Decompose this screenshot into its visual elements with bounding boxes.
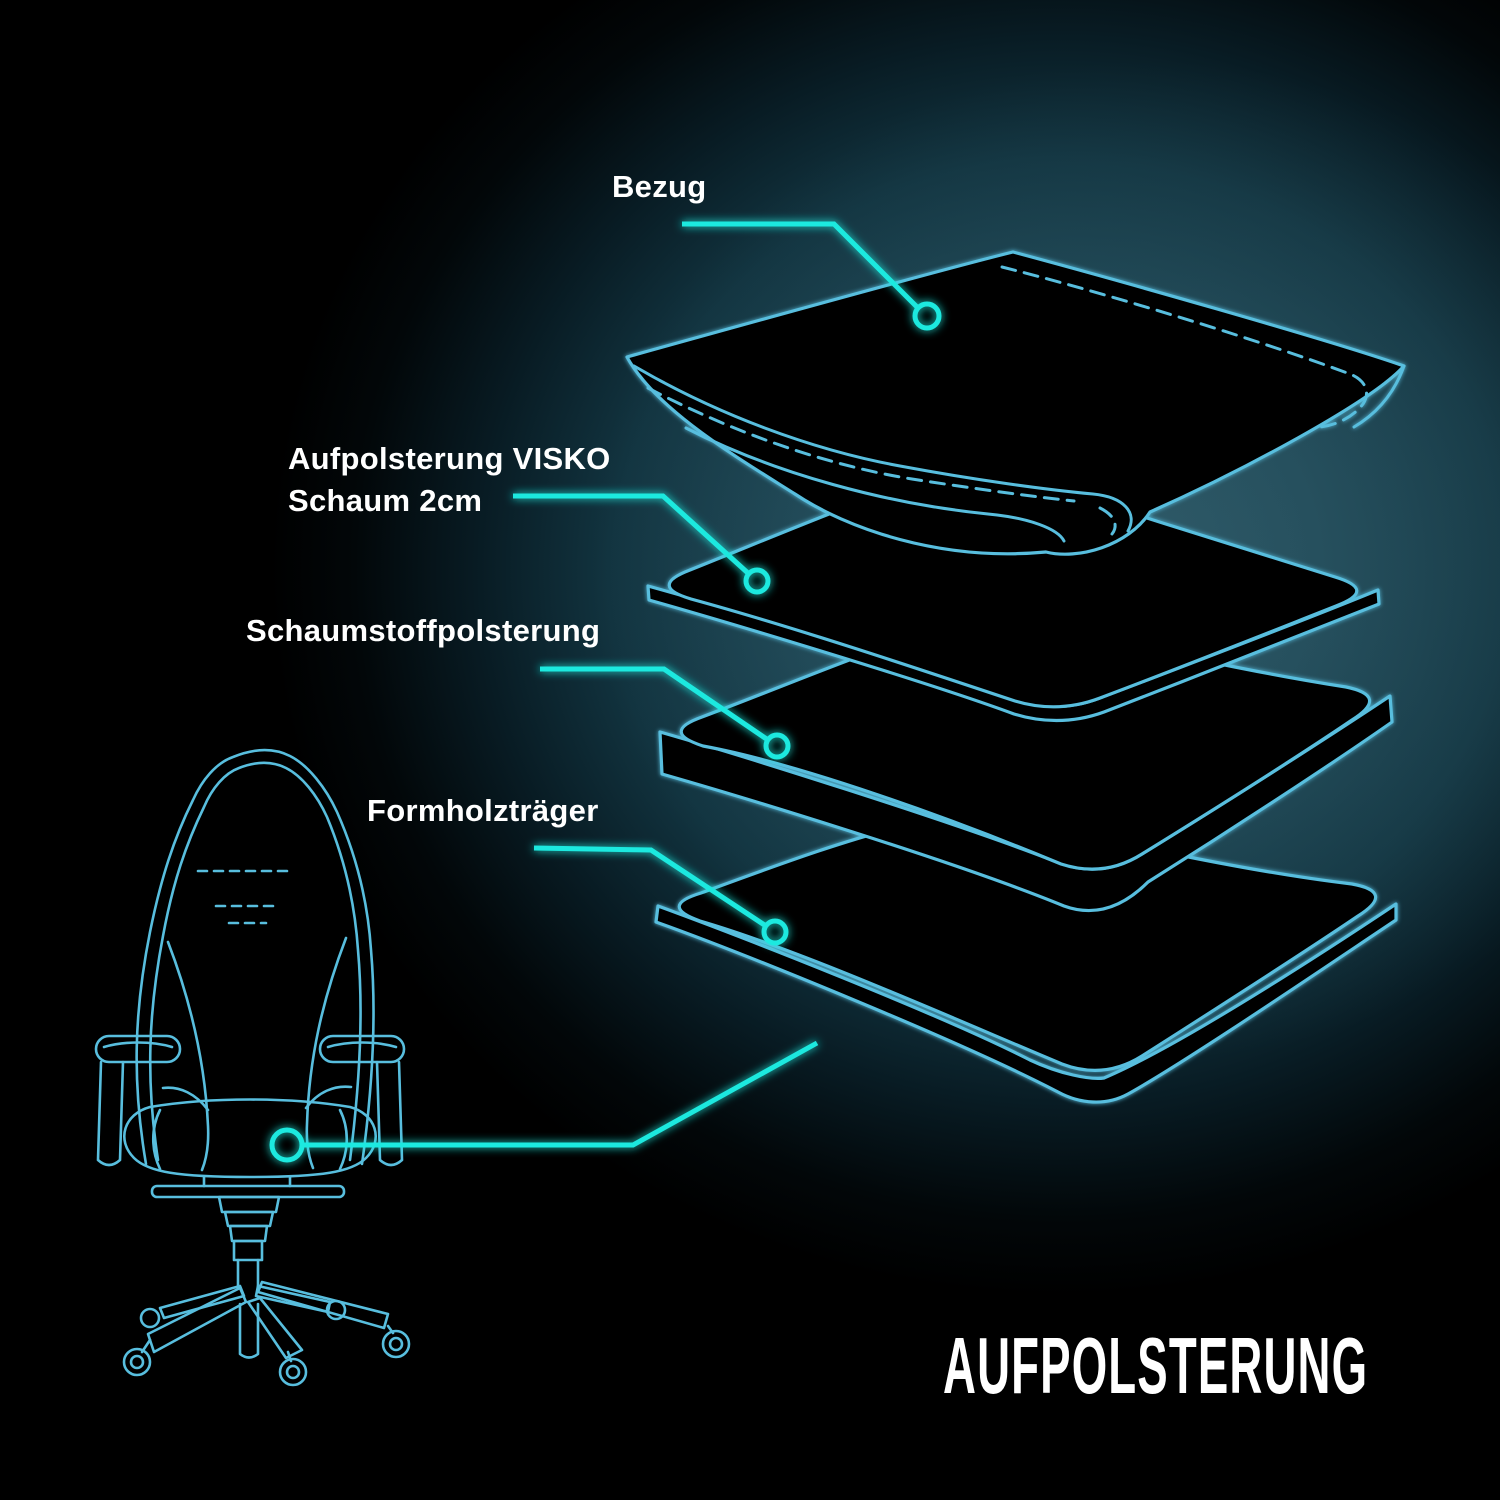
cushion-stitch-back <box>1000 265 1368 429</box>
chair-caster-right-hub <box>388 1336 404 1352</box>
marker-visko <box>743 567 771 595</box>
label-visko-line2: Schaum 2cm <box>288 483 483 518</box>
leader-visko-line <box>513 493 751 576</box>
label-visko-line1: Aufpolsterung VISKO <box>288 441 611 476</box>
chair-backrest-outer <box>135 748 375 1166</box>
chair-backrest-inner <box>148 761 362 1162</box>
cushion-roll-crease <box>632 364 1133 533</box>
cushion-stitch-cap <box>1098 506 1117 536</box>
label-schaumstoff: Schaumstoffpolsterung <box>246 613 601 648</box>
leader-bezug-line <box>682 221 921 311</box>
label-formholz: Formholzträger <box>367 793 599 828</box>
marker-bezug <box>912 301 942 331</box>
chair-drawing <box>94 748 411 1387</box>
leader-visko <box>513 493 771 595</box>
chair-lift-seg3 <box>228 1224 269 1243</box>
chair-wing-right <box>304 1085 353 1110</box>
chair-caster-front-wheel <box>278 1357 308 1387</box>
layer-schaumstoffpolsterung <box>658 616 1394 913</box>
leader-chair-seat-line <box>302 1040 819 1148</box>
chair-armpad-left-line <box>102 1041 174 1049</box>
chair-base-leg-rear-left <box>158 1284 246 1320</box>
chair-armstem-right <box>375 1060 404 1167</box>
cushion-corner-seam <box>1352 364 1406 429</box>
marker-schaumstoff <box>763 732 791 760</box>
chair-caster-front-fork <box>286 1350 293 1363</box>
layer-bezug-cushion <box>625 250 1406 556</box>
chair-armpad-right-line <box>326 1041 398 1049</box>
chair-lift-seg4 <box>232 1239 264 1262</box>
label-bezug: Bezug <box>612 169 707 204</box>
page-title: AUFPOLSTERUNG <box>943 1321 1369 1410</box>
label-visko: Aufpolsterung VISKO Schaum 2cm <box>288 438 611 522</box>
marker-chair-seat <box>269 1127 305 1163</box>
marker-formholz <box>761 918 789 946</box>
chair-caster-left-fork <box>140 1338 152 1354</box>
chair-base-leg-front <box>246 1296 304 1360</box>
chair-caster-right-wheel <box>381 1329 411 1359</box>
chair-caster-rearleft-wheel <box>139 1307 161 1329</box>
chair-tilt-bar <box>150 1184 346 1199</box>
chair-bolster-left <box>166 940 210 1172</box>
chair-seat-crease-right <box>338 1108 349 1171</box>
cushion-stitch-front <box>646 386 1076 503</box>
chair-lift-seg2 <box>223 1210 275 1228</box>
chair-armpad-right <box>318 1034 406 1064</box>
leader-lines <box>269 221 942 1163</box>
chair-seat-crease-left <box>151 1108 162 1171</box>
chair-lift-shaft-lower <box>238 1302 260 1359</box>
cushion-roll-contour <box>684 426 1066 543</box>
chair-armstem-left <box>96 1060 125 1167</box>
chair-caster-left-hub <box>129 1354 145 1370</box>
chair-caster-left-wheel <box>122 1347 152 1377</box>
chair-lift-seg1 <box>217 1195 281 1214</box>
chair-wing-left <box>161 1086 210 1112</box>
chair-bolster-right <box>305 936 348 1170</box>
chair-caster-right-fork <box>386 1324 395 1335</box>
leader-schaumstoff-line <box>540 666 770 743</box>
chair-armpad-left <box>94 1034 182 1064</box>
chair-mech-plate <box>202 1175 292 1188</box>
chair-lift-shaft-upper <box>236 1258 260 1290</box>
leader-bezug <box>682 221 942 331</box>
chair-seat-cushion <box>123 1098 377 1179</box>
leader-schaumstoff <box>540 666 791 760</box>
layer-stack <box>625 250 1406 1104</box>
leader-formholz <box>533 845 789 946</box>
wood-board-rim <box>654 902 1398 1104</box>
leader-chair-seat <box>269 1040 819 1163</box>
leader-formholz-line <box>533 845 768 929</box>
chair-caster-front-hub <box>285 1364 301 1380</box>
chair-caster-rearright-wheel <box>325 1299 347 1321</box>
cushion-silhouette <box>625 250 1406 556</box>
